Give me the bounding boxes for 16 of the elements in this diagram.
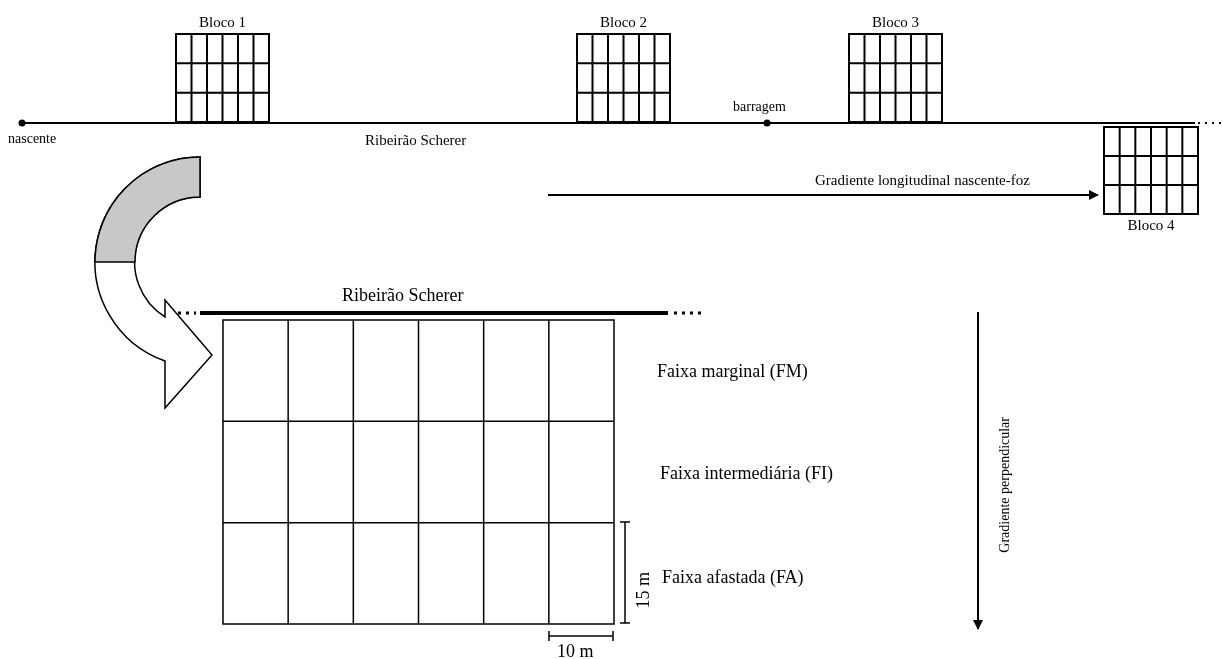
block-label: Bloco 4 (1126, 216, 1176, 235)
dimension-label: 15 m (634, 571, 652, 608)
zone-label: Faixa afastada (FA) (662, 568, 804, 586)
block-label: Bloco 1 (197, 13, 248, 32)
block-label: Bloco 3 (870, 13, 921, 32)
zone-label: Faixa intermediária (FI) (660, 464, 833, 482)
river-label: Ribeirão Scherer (365, 133, 467, 148)
zone-label: Faixa marginal (FM) (657, 362, 808, 380)
river-label: Ribeirão Scherer (342, 286, 464, 304)
point-label: nascente (8, 132, 57, 146)
gradient-label: Gradiente longitudinal nascente-foz (815, 173, 1030, 188)
dimension-label: 10 m (557, 642, 594, 659)
curved-arrow (94, 156, 213, 409)
block-label: Bloco 2 (598, 13, 649, 32)
point-label: barragem (733, 100, 786, 114)
gradient-label: Gradiente perpendicular (998, 417, 1012, 553)
